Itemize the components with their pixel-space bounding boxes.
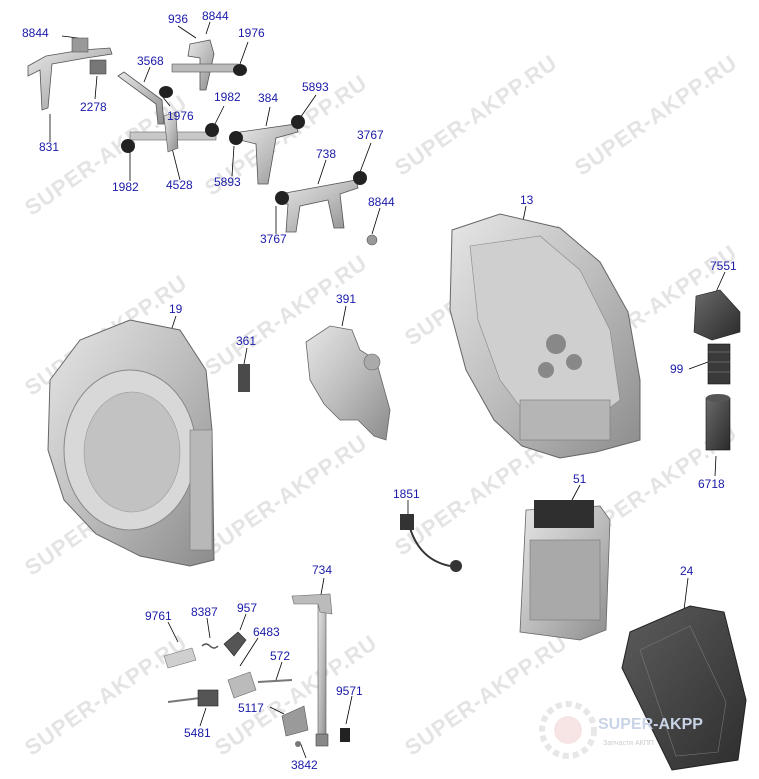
callout-4528[interactable]: 4528 xyxy=(166,178,193,192)
shift-fork-738 xyxy=(275,171,378,246)
callout-391[interactable]: 391 xyxy=(336,292,357,306)
callout-384[interactable]: 384 xyxy=(258,91,279,105)
filter-tube-6718 xyxy=(705,394,731,451)
callout-5893[interactable]: 5893 xyxy=(214,175,241,189)
callout-51[interactable]: 51 xyxy=(573,472,587,486)
callout-1976[interactable]: 1976 xyxy=(167,109,194,123)
shift-fork-384 xyxy=(229,115,305,185)
callout-572[interactable]: 572 xyxy=(270,649,291,663)
oil-pan-24 xyxy=(621,605,747,771)
shift-rod-3568 xyxy=(117,71,165,125)
callout-5481[interactable]: 5481 xyxy=(184,726,211,740)
shift-fork-936 xyxy=(159,39,247,98)
callout-738[interactable]: 738 xyxy=(316,147,337,161)
callout-9761[interactable]: 9761 xyxy=(145,609,172,623)
callout-1982[interactable]: 1982 xyxy=(112,180,139,194)
actuator-5481 xyxy=(167,689,219,707)
callout-3568[interactable]: 3568 xyxy=(137,54,164,68)
rod-572 xyxy=(257,679,293,683)
callout-1976[interactable]: 1976 xyxy=(238,26,265,40)
callout-24[interactable]: 24 xyxy=(680,564,694,578)
converter-housing-19 xyxy=(47,319,215,567)
filter-housing-7551 xyxy=(693,289,741,341)
bracket-5117 xyxy=(281,705,309,737)
lever-957 xyxy=(223,631,247,657)
spring-8387 xyxy=(201,643,219,649)
callout-5893[interactable]: 5893 xyxy=(302,80,329,94)
seal-9571 xyxy=(340,728,350,742)
watermark-logo xyxy=(539,701,597,759)
callout-936[interactable]: 936 xyxy=(168,12,189,26)
transmission-case-13 xyxy=(449,213,641,459)
bracket-391 xyxy=(305,325,391,441)
callout-7551[interactable]: 7551 xyxy=(710,259,737,273)
valve-body-51 xyxy=(519,500,611,641)
shift-fork-4528 xyxy=(121,111,219,153)
callout-99[interactable]: 99 xyxy=(670,362,684,376)
bushing-3842 xyxy=(295,733,329,747)
bracket-2278 xyxy=(89,59,107,75)
callout-8844[interactable]: 8844 xyxy=(368,195,395,209)
callout-1982[interactable]: 1982 xyxy=(214,90,241,104)
plate-6483 xyxy=(227,671,257,699)
callout-6483[interactable]: 6483 xyxy=(253,625,280,639)
callout-5117[interactable]: 5117 xyxy=(238,701,264,715)
watermark-logo-subtitle: Запчасти АКПП xyxy=(603,740,654,747)
callout-831[interactable]: 831 xyxy=(39,140,60,154)
callout-8844[interactable]: 8844 xyxy=(202,9,229,23)
callout-3842[interactable]: 3842 xyxy=(291,758,318,772)
callout-9571[interactable]: 9571 xyxy=(336,684,363,698)
callout-8844[interactable]: 8844 xyxy=(22,26,49,40)
filter-99 xyxy=(707,343,731,385)
callout-2278[interactable]: 2278 xyxy=(80,100,107,114)
callout-6718[interactable]: 6718 xyxy=(698,477,725,491)
sensor-1851 xyxy=(400,514,462,572)
callout-3767[interactable]: 3767 xyxy=(260,232,287,246)
callout-19[interactable]: 19 xyxy=(169,302,183,316)
callout-8387[interactable]: 8387 xyxy=(191,605,218,619)
callout-3767[interactable]: 3767 xyxy=(357,128,384,142)
park-rod-9761 xyxy=(163,647,197,669)
leader-lines xyxy=(49,21,726,759)
shift-fork-831 xyxy=(27,37,113,111)
watermark-logo-text: SUPER-AKPP xyxy=(598,716,703,733)
bracket-361 xyxy=(238,364,250,392)
callout-957[interactable]: 957 xyxy=(237,601,258,615)
callout-13[interactable]: 13 xyxy=(520,193,534,207)
callout-1851[interactable]: 1851 xyxy=(393,487,420,501)
callout-734[interactable]: 734 xyxy=(312,563,333,577)
callout-361[interactable]: 361 xyxy=(236,334,257,348)
